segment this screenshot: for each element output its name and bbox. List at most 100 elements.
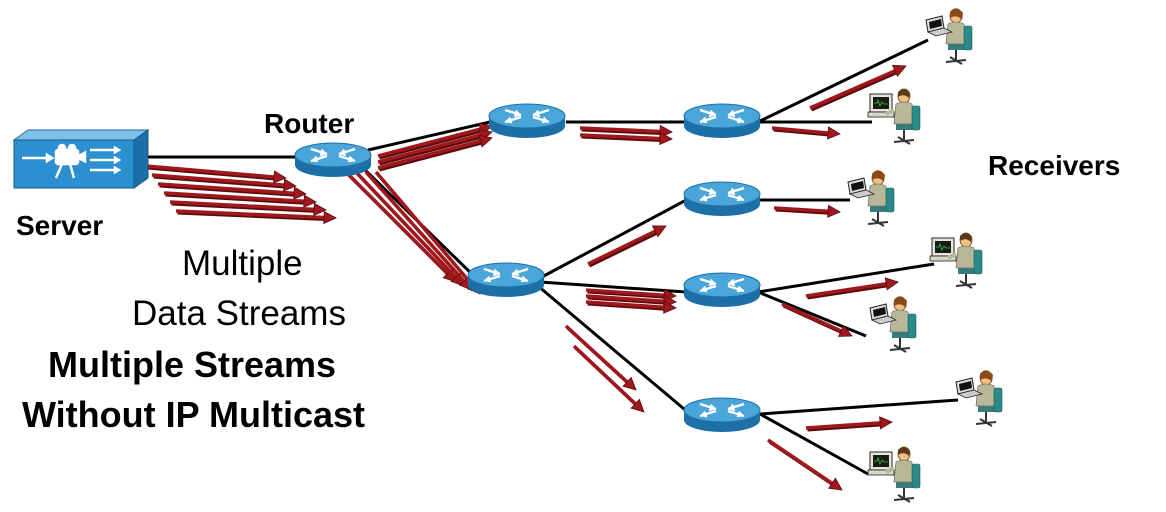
stream-arrow [585, 294, 665, 303]
server-label: Server [16, 210, 104, 241]
stream-arrow-head [659, 131, 673, 146]
stream-arrow-shadow [810, 71, 898, 112]
stream-arrow [145, 164, 275, 179]
stream-arrow-head [303, 194, 317, 208]
stream-arrow-head [273, 170, 287, 184]
stream-arrow-head [323, 210, 337, 225]
diagram-title-line1: Multiple Streams [48, 344, 337, 385]
stream-arrow-shadow [807, 284, 888, 300]
stream-arrow [771, 126, 829, 135]
stream-arrow [151, 173, 285, 187]
router-icon [682, 271, 762, 309]
stream-arrow [585, 288, 665, 297]
stream-arrow [374, 170, 474, 287]
stream-arrow-head [283, 178, 297, 192]
stream-arrow-shadow [588, 231, 658, 268]
data-stream-arrows [145, 64, 907, 491]
router-icon [466, 261, 546, 299]
stream-arrow [354, 170, 458, 279]
desktop-user-icon [866, 445, 922, 504]
stream-arrow-shadow [177, 211, 326, 221]
stream-arrow-head [828, 477, 843, 491]
network-links [140, 38, 959, 476]
stream-arrow-head [478, 134, 493, 148]
stream-arrow-head [622, 376, 637, 391]
stream-arrow [767, 438, 834, 485]
stream-arrow-shadow [379, 141, 483, 172]
link-r6-user [759, 398, 959, 416]
stream-arrow-head [891, 64, 907, 78]
stream-arrow [579, 126, 661, 134]
link-r6-user [759, 412, 869, 476]
stream-arrow [377, 127, 481, 158]
link-r2-r6 [537, 284, 691, 416]
stream-arrow-head [293, 186, 307, 200]
stream-arrow-head [879, 416, 893, 430]
stream-arrow-shadow [581, 128, 662, 135]
streams-label-line1: Multiple [182, 244, 303, 283]
stream-arrow [564, 324, 629, 384]
stream-arrow-shadow [807, 423, 882, 432]
stream-arrow [377, 133, 481, 164]
stream-arrow [805, 282, 887, 298]
desktop-user-icon [866, 87, 922, 146]
stream-arrow-head [630, 398, 645, 413]
stream-arrow-head [663, 300, 677, 314]
streams-label-line2: Data Streams [132, 294, 346, 333]
router-icon [682, 180, 762, 218]
link-router-r1 [367, 120, 491, 152]
stream-arrow [805, 421, 881, 430]
link-r3-user [757, 38, 929, 124]
stream-arrow-shadow [165, 193, 306, 205]
laptop-user-icon [925, 7, 973, 65]
router-icon [682, 396, 762, 434]
stream-arrow-head [827, 126, 841, 140]
laptop-user-icon [869, 295, 917, 353]
stream-arrow [344, 170, 449, 275]
stream-arrow-head [827, 204, 841, 218]
stream-arrow-shadow [147, 166, 276, 181]
stream-arrow-shadow [379, 129, 483, 160]
stream-arrow-shadow [587, 302, 666, 311]
router-icon [682, 102, 762, 140]
router-icon [487, 102, 567, 140]
stream-arrow [377, 139, 481, 170]
stream-arrow-shadow [159, 184, 296, 197]
desktop-user-icon [928, 231, 984, 290]
video-server-icon [12, 129, 150, 189]
stream-arrow [364, 170, 466, 283]
stream-arrow-shadow [153, 175, 286, 189]
stream-arrow-head [313, 202, 327, 217]
link-r5-user [757, 290, 867, 338]
link-r5-user [757, 262, 935, 294]
stream-arrow [163, 191, 305, 204]
stream-arrow-head [837, 324, 853, 337]
stream-arrow-shadow [775, 208, 830, 215]
stream-arrow [157, 182, 295, 195]
stream-arrow [809, 69, 896, 110]
stream-arrow [773, 206, 829, 214]
stream-arrow-shadow [587, 290, 666, 299]
stream-arrow-head [884, 277, 899, 291]
diagram-title-line2: Without IP Multicast [22, 394, 366, 435]
stream-arrow [169, 200, 315, 212]
router-icon [293, 141, 373, 179]
stream-arrow [781, 302, 842, 333]
stream-arrow [585, 300, 665, 309]
stream-arrow [175, 209, 325, 220]
stream-arrow-head [651, 225, 667, 238]
stream-arrow-shadow [587, 296, 666, 305]
stream-arrow-shadow [773, 128, 830, 137]
laptop-user-icon [847, 169, 895, 227]
stream-arrow-shadow [379, 135, 483, 166]
stream-arrow [572, 344, 637, 406]
laptop-user-icon [955, 369, 1003, 427]
receivers-label: Receivers [988, 150, 1121, 181]
router-label: Router [264, 108, 355, 139]
stream-arrow-shadow [171, 202, 316, 213]
link-r2-r4 [539, 196, 691, 280]
stream-arrow-shadow [581, 135, 662, 142]
link-r2-r5 [539, 280, 687, 294]
stream-arrow [579, 133, 661, 141]
